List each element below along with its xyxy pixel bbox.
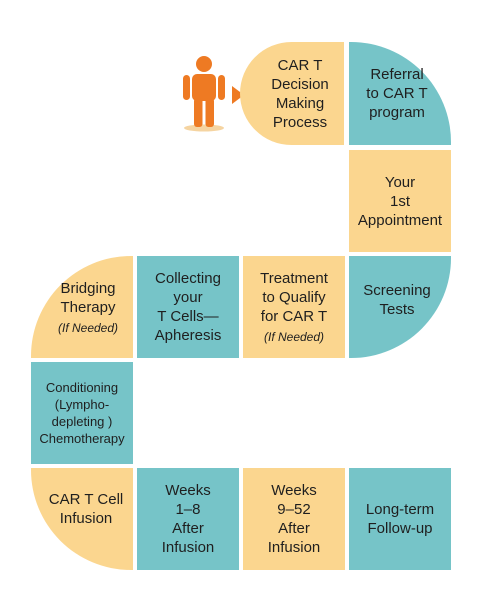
step-your-first-appointment: Your 1st Appointment: [349, 150, 451, 252]
step-line: After: [278, 520, 310, 537]
step-line: 1st: [389, 192, 410, 210]
step-label: CAR T Decision Making Process: [255, 56, 329, 132]
step-line: Therapy: [60, 298, 116, 316]
step-line: 1–8: [175, 501, 201, 518]
step-weeks-1-8-after-infusion: Weeks 1–8 After Infusion: [137, 468, 239, 570]
step-note: (If Needed): [57, 320, 119, 335]
step-line: Collecting: [155, 270, 221, 287]
step-line: for CAR T: [260, 308, 328, 325]
step-line: Making: [275, 94, 325, 112]
step-line: Bridging: [60, 279, 116, 297]
step-label: Conditioning (Lympho- depleting ) Chemot…: [39, 379, 124, 447]
step-label: Screening Tests: [363, 281, 437, 333]
step-referral-to-car-t-program: Referral to CAR T program: [349, 42, 451, 145]
step-line: to Qualify: [262, 289, 326, 306]
step-car-t-decision-making-process: CAR T Decision Making Process: [240, 42, 344, 145]
step-line: T Cells—: [157, 308, 219, 325]
step-line: (Lympho-: [54, 397, 110, 412]
step-line: Weeks: [165, 482, 211, 499]
step-label: Your 1st Appointment: [358, 173, 442, 230]
step-line: CAR T Cell: [48, 491, 124, 508]
step-line: Screening: [363, 282, 431, 299]
step-car-t-cell-infusion: CAR T Cell Infusion: [31, 468, 133, 570]
step-line: Process: [272, 113, 328, 131]
step-line: Apheresis: [154, 327, 222, 344]
step-line: Chemotherapy: [39, 431, 125, 446]
step-label: Long-term Follow-up: [366, 500, 434, 538]
step-line: program: [369, 104, 425, 121]
person-icon: [183, 56, 225, 132]
step-line: Treatment: [260, 270, 328, 287]
step-line: to CAR T: [366, 85, 428, 102]
step-label: Referral to CAR T program: [366, 65, 433, 122]
step-line: Referral: [370, 66, 424, 83]
step-label: Bridging Therapy: [48, 279, 115, 317]
step-note: (If Needed): [263, 330, 325, 344]
step-treatment-to-qualify: Treatment to Qualify for CAR T (If Neede…: [243, 256, 345, 358]
step-line: After: [172, 520, 204, 537]
step-line: Tests: [379, 301, 415, 318]
step-label: CAR T Cell Infusion: [41, 490, 123, 548]
step-line: Your: [384, 173, 416, 191]
step-line: Follow-up: [367, 520, 433, 537]
step-collecting-t-cells-apheresis: Collecting your T Cells— Apheresis: [137, 256, 239, 358]
step-line: Infusion: [161, 539, 215, 556]
step-label: Treatment to Qualify for CAR T: [260, 269, 328, 326]
step-label: Weeks 9–52 After Infusion: [268, 481, 321, 557]
step-label: Collecting your T Cells— Apheresis: [155, 269, 222, 345]
step-line: Infusion: [59, 510, 113, 527]
step-line: your: [173, 289, 203, 306]
step-weeks-9-52-after-infusion: Weeks 9–52 After Infusion: [243, 468, 345, 570]
step-long-term-follow-up: Long-term Follow-up: [349, 468, 451, 570]
step-label: Weeks 1–8 After Infusion: [162, 481, 215, 557]
step-line: Weeks: [271, 482, 317, 499]
step-line: Long-term: [365, 501, 435, 518]
step-line: 9–52: [277, 501, 311, 518]
step-line: Decision: [271, 75, 329, 93]
step-bridging-therapy: Bridging Therapy (If Needed): [31, 256, 133, 358]
step-conditioning-chemotherapy: Conditioning (Lympho- depleting ) Chemot…: [31, 362, 133, 464]
step-line: depleting ): [51, 414, 113, 429]
step-screening-tests: Screening Tests: [349, 256, 451, 358]
step-line: Conditioning: [45, 380, 119, 395]
step-line: Infusion: [267, 539, 321, 556]
step-line: Appointment: [357, 211, 443, 229]
step-line: CAR T: [277, 56, 323, 74]
